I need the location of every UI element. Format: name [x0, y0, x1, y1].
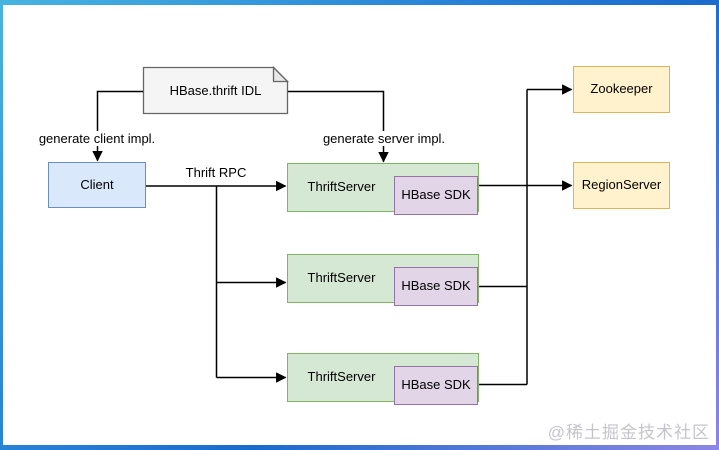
label-generate-client-impl: generate client impl.	[24, 131, 170, 146]
regionserver-label: RegionServer	[581, 177, 662, 193]
node-regionserver: RegionServer	[573, 162, 670, 209]
hbase-sdk-2-label: HBase SDK	[401, 278, 471, 294]
hbase-sdk-1-label: HBase SDK	[401, 187, 471, 203]
label-thrift-rpc: Thrift RPC	[166, 165, 266, 180]
thriftserver-1-label: ThriftServer	[307, 179, 376, 195]
node-hbase-sdk-3: HBase SDK	[394, 366, 478, 405]
client-label: Client	[80, 176, 114, 192]
edge-idl-to-client	[92, 90, 143, 162]
idl-document-shape	[142, 65, 290, 115]
document-fold-corner	[272, 65, 290, 83]
label-generate-server-impl: generate server impl.	[311, 131, 457, 146]
node-thriftserver-3: ThriftServer HBase SDK	[287, 353, 479, 405]
zookeeper-label: Zookeeper	[590, 81, 653, 97]
thriftserver-3-label: ThriftServer	[307, 369, 376, 385]
idl-document-label: HBase.thrift IDL	[169, 83, 262, 98]
watermark-text: @稀土掘金技术社区	[547, 423, 710, 442]
thriftserver-2-label: ThriftServer	[307, 270, 376, 286]
edge-idl-to-server	[288, 90, 389, 163]
node-hbase-sdk-2: HBase SDK	[394, 267, 478, 306]
node-thriftserver-2: ThriftServer HBase SDK	[287, 254, 479, 306]
node-client: Client	[48, 162, 146, 208]
node-zookeeper: Zookeeper	[573, 66, 670, 113]
node-hbase-sdk-1: HBase SDK	[394, 176, 478, 215]
hbase-sdk-3-label: HBase SDK	[401, 377, 471, 393]
node-thriftserver-1: ThriftServer HBase SDK	[287, 163, 479, 215]
